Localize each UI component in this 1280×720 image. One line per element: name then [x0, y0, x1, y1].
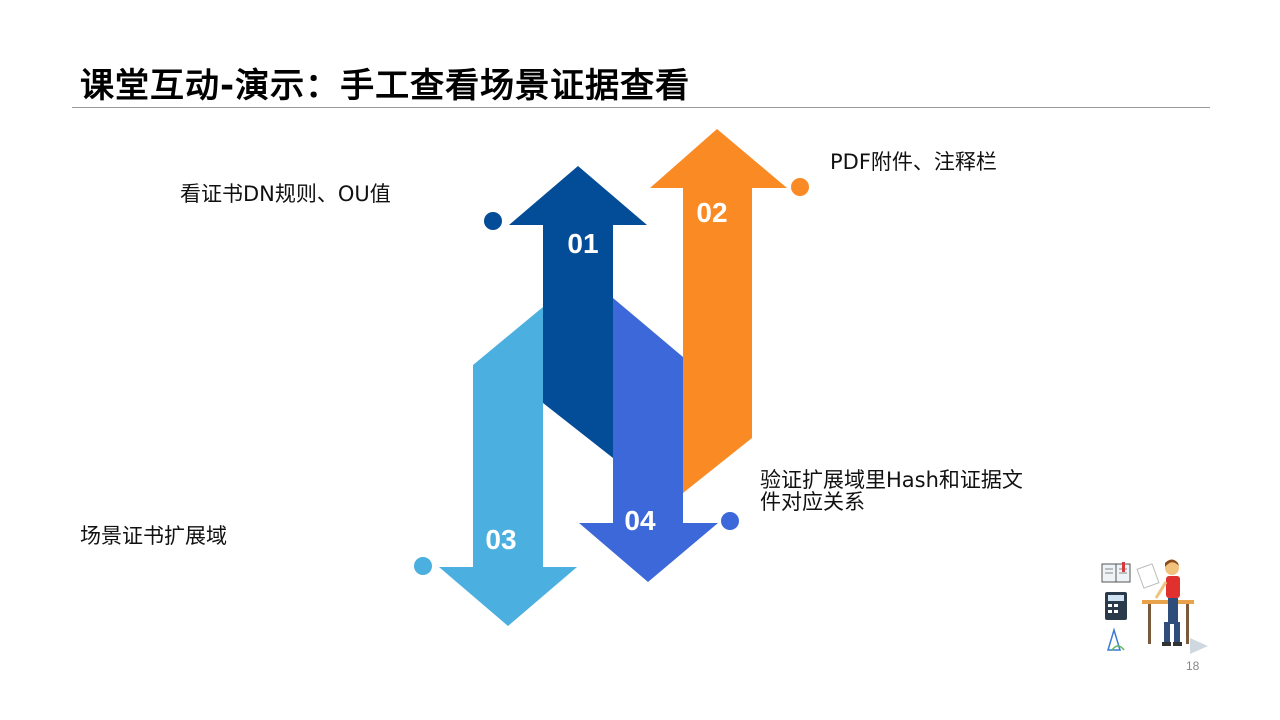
title-divider	[72, 107, 1210, 108]
arrow-02	[650, 129, 787, 493]
step-label-04-line1: 验证扩展域里Hash和证据文	[760, 468, 1023, 492]
dot-03	[414, 557, 432, 575]
step-label-02: PDF附件、注释栏	[830, 150, 997, 174]
dot-01	[484, 212, 502, 230]
dot-02	[791, 178, 809, 196]
arrow-04	[579, 298, 718, 582]
dot-04	[721, 512, 739, 530]
step-number-02: 02	[696, 197, 727, 228]
step-number-04: 04	[624, 505, 656, 536]
student-at-desk-icon	[1101, 559, 1208, 654]
step-label-01: 看证书DN规则、OU值	[180, 182, 391, 206]
step-label-03: 场景证书扩展域	[80, 524, 227, 548]
page-number: 18	[1186, 659, 1200, 673]
arrow-03	[439, 307, 577, 626]
step-label-04: 验证扩展域里Hash和证据文 件对应关系	[760, 469, 1023, 513]
step-label-04-line2: 件对应关系	[760, 490, 865, 515]
arrow-01	[509, 166, 647, 458]
step-number-01: 01	[567, 228, 598, 259]
slide-title: 课堂互动-演示：手工查看场景证据查看	[80, 66, 691, 106]
step-number-03: 03	[485, 524, 516, 555]
